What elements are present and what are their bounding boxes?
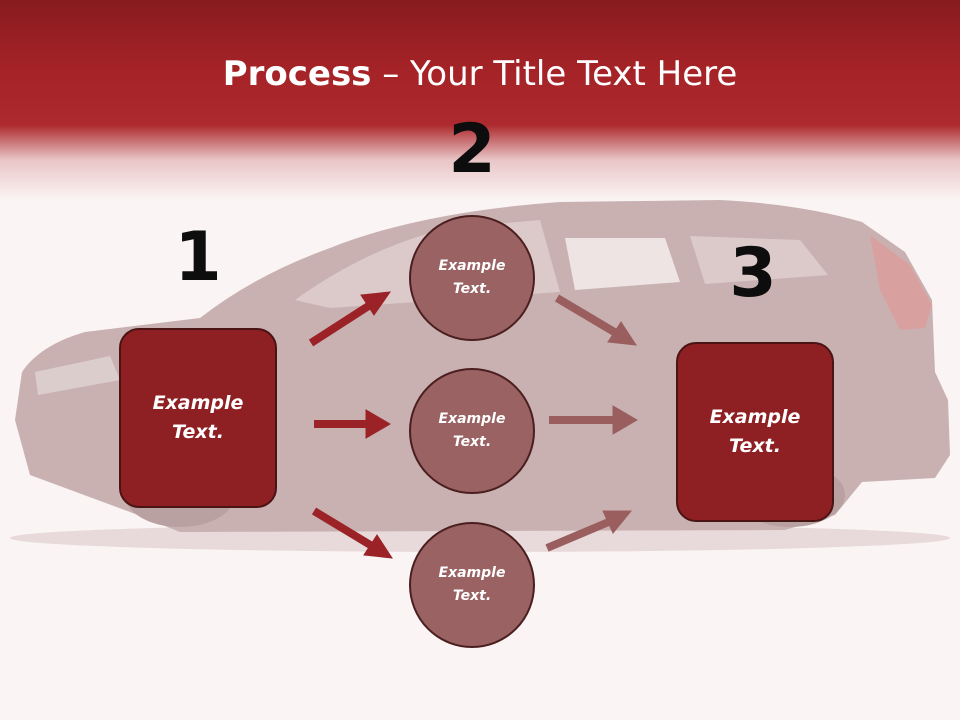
car-side-window	[690, 236, 828, 284]
circle-middle: Example Text.	[409, 368, 535, 494]
arrow-down-right-1-head	[363, 534, 393, 559]
circle-top: Example Text.	[409, 215, 535, 341]
arrow-down-right-2-head	[607, 321, 637, 346]
arrow-right-1-head	[365, 409, 391, 439]
arrow-up-right-1-shaft	[308, 301, 373, 347]
step-number-3: 3	[729, 234, 777, 313]
arrow-up-right-1-head	[360, 291, 392, 316]
arrow-up-right-2-shaft	[545, 517, 613, 552]
title-bold: Process	[222, 54, 372, 94]
title-rest: – Your Title Text Here	[371, 54, 738, 94]
arrow-up-right-2-head	[602, 510, 633, 534]
arrow-down-right-2-shaft	[554, 294, 619, 337]
step-number-2: 2	[448, 110, 496, 189]
page-title: Process – Your Title Text Here	[0, 52, 960, 96]
arrow-right-2-head	[612, 405, 638, 435]
step-number-1: 1	[174, 218, 222, 297]
car-taillight	[870, 235, 932, 330]
car-headlight	[35, 356, 120, 395]
left-step-box: Example Text.	[119, 328, 277, 508]
circle-bottom: Example Text.	[409, 522, 535, 648]
right-step-box: Example Text.	[676, 342, 834, 522]
car-rear-window	[565, 238, 680, 290]
header-band	[0, 0, 960, 200]
arrow-down-right-1-shaft	[311, 507, 375, 550]
